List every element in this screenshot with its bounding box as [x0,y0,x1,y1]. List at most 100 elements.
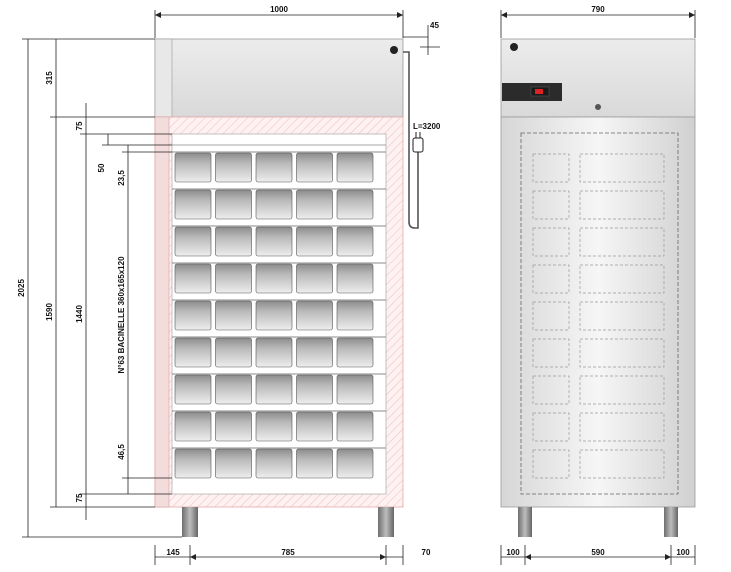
last-pitch-label: 46,5 [117,444,126,460]
tray-outline [579,264,665,294]
tray [296,263,333,294]
tray [336,189,374,220]
inner-height-label: 1440 [75,305,84,323]
tray [336,448,374,479]
tray-outline [532,301,570,331]
tray [174,263,212,294]
side-foot-right [378,507,394,537]
bottom-mid-label: 785 [281,548,295,557]
tray-outline [579,190,665,220]
bottom-gap-label: 75 [75,493,84,502]
side-top-housing [154,38,404,118]
tray [336,337,374,368]
tray [296,226,333,257]
tray [174,411,212,442]
total-height-label: 2025 [17,279,26,297]
front-foot-right [664,507,678,537]
front-inner-outline [520,132,679,495]
tray-outline [532,449,570,479]
front-vent-icon [510,43,518,51]
bottom-left-label: 145 [166,548,180,557]
tray [296,411,333,442]
tray-outline [532,227,570,257]
tray [336,263,374,294]
cabinet-height-label: 1590 [45,303,54,321]
tray [336,300,374,331]
front-foot-left [518,507,532,537]
first-pitch-label: 23,5 [117,170,126,186]
shelf-gap-label: 50 [97,163,106,172]
tray [174,337,212,368]
tray-outline [579,412,665,442]
tray [336,226,374,257]
tray [255,411,293,442]
tray [255,300,293,331]
front-bottom-right-label: 100 [676,548,690,557]
tray [296,374,333,405]
plug-icon [412,137,424,153]
tray-outline [532,412,570,442]
top-height-label: 315 [45,71,54,85]
side-dimensions: 1000 45 L=3200 2025 315 1590 75 1440 75 [17,5,441,565]
tray-outline [532,190,570,220]
front-bottom-left-label: 100 [506,548,520,557]
tray-outline [579,153,665,183]
tray-outline [579,301,665,331]
tray [255,152,293,183]
tray-outline [532,153,570,183]
tray [215,411,252,442]
tray [336,152,374,183]
tray [255,226,293,257]
side-door-edge [154,116,170,508]
tray [174,374,212,405]
tray-outline [579,338,665,368]
tray [255,189,293,220]
tray-grid [172,151,386,479]
tray [215,337,252,368]
tray [336,374,374,405]
tray [174,448,212,479]
tray [296,300,333,331]
tray [174,226,212,257]
tray [296,152,333,183]
tray [174,189,212,220]
tray-outline [579,375,665,405]
front-lock-icon [595,104,601,110]
front-view [500,38,696,537]
front-dimensions: 790 100 590 100 [500,5,696,565]
tray [255,337,293,368]
tray [174,152,212,183]
tray-outline [532,375,570,405]
side-offset-label: 45 [430,21,439,30]
side-foot-left [182,507,198,537]
tray [215,374,252,405]
power-cable [390,46,424,229]
top-gap-label: 75 [75,121,84,130]
tray [255,374,293,405]
tray [215,263,252,294]
front-width-label: 790 [591,5,605,14]
tray [215,189,252,220]
tray [215,448,252,479]
front-bottom-mid-label: 590 [591,548,605,557]
tray [255,263,293,294]
side-vent-icon [390,46,398,54]
tray [215,300,252,331]
tray-outline [579,227,665,257]
tray-outline [532,264,570,294]
tray [215,226,252,257]
front-tray-outlines [532,153,665,479]
tray [296,448,333,479]
tray-outline [532,338,570,368]
display-indicator [535,89,543,94]
tray [336,411,374,442]
tray [296,337,333,368]
side-top-panel [154,38,173,118]
tray [174,300,212,331]
tray [255,448,293,479]
tray [296,189,333,220]
bottom-right-label: 70 [422,548,431,557]
cable-length-label: L=3200 [413,122,441,131]
side-view [154,38,424,537]
